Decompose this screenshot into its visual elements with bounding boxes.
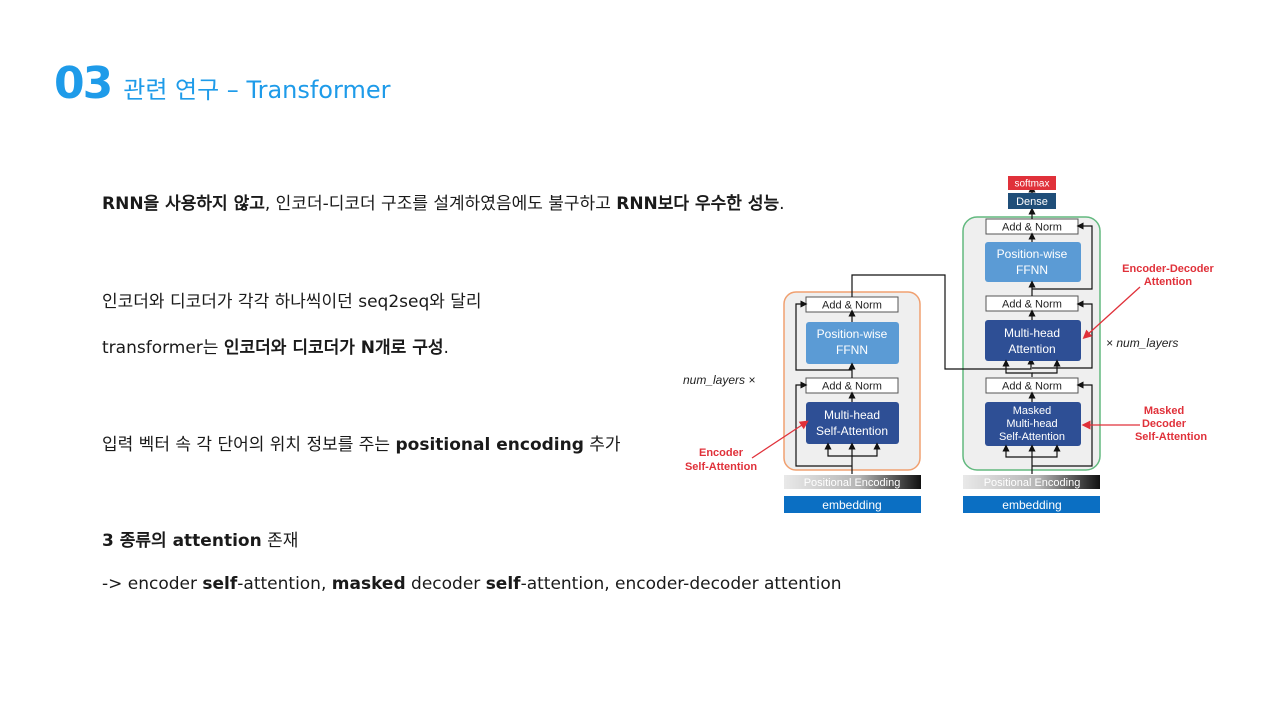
encoder-add-norm-bottom-label: Add & Norm	[822, 381, 882, 393]
label-enc-dec-2: Attention	[1144, 276, 1193, 288]
encoder-sa-label-1: Multi-head	[824, 408, 880, 422]
text-0: 인코더와 디코더가 각각 하나씩이던 seq2seq와 달리	[102, 292, 482, 312]
softmax-label: softmax	[1014, 179, 1049, 190]
bold-text-2: RNN보다 우수한 성능	[616, 194, 780, 214]
bold-text-1: positional encoding	[395, 435, 584, 455]
text-line-6: -> encoder self-attention, masked decode…	[102, 574, 842, 594]
text-line-3: transformer는 인코더와 디코더가 N개로 구성.	[102, 333, 449, 358]
num-layers-left-label: num_layers ×	[683, 373, 755, 387]
text-4: decoder	[405, 574, 486, 594]
encoder-positional-encoding	[784, 475, 921, 489]
bold-text-0: 3 종류의 attention	[102, 531, 262, 551]
transformer-diagram: Add & Norm Position-wise FFNN Add & Norm…	[676, 170, 1236, 524]
decoder-ffn-label-2: FFNN	[1016, 263, 1048, 277]
text-line-5: 3 종류의 attention 존재	[102, 526, 298, 551]
encoder-ffn-label-2: FFNN	[836, 343, 868, 357]
decoder-ffn-label-1: Position-wise	[997, 247, 1068, 261]
decoder-mha-label-2: Attention	[1008, 342, 1055, 356]
decoder-ffn	[985, 242, 1081, 282]
text-line-2: 인코더와 디코더가 각각 하나씩이던 seq2seq와 달리	[102, 287, 482, 312]
text-3: .	[779, 194, 785, 214]
text-0: transformer는	[102, 338, 224, 358]
decoder-mha-label-1: Multi-head	[1004, 326, 1060, 340]
dense-label: Dense	[1016, 196, 1048, 208]
decoder-positional-encoding	[963, 475, 1100, 489]
text-0: -> encoder	[102, 574, 203, 594]
encoder-embedding-label: embedding	[822, 498, 881, 512]
decoder-pe-label: Positional Encoding	[984, 477, 1081, 489]
encoder-ffn-label-1: Position-wise	[817, 327, 888, 341]
dense-box	[1008, 193, 1056, 209]
label-enc-dec-1: Encoder-Decoder	[1122, 263, 1214, 275]
bold-text-1: 인코더와 디코더가 N개로 구성	[223, 338, 444, 358]
num-layers-right-label: × num_layers	[1106, 336, 1178, 350]
decoder-embedding-label: embedding	[1002, 498, 1061, 512]
encoder-add-norm-top-label: Add & Norm	[822, 300, 882, 312]
bold-text-0: RNN을 사용하지 않고	[102, 194, 265, 214]
label-masked-3: Self-Attention	[1135, 431, 1207, 443]
slide-title: 03 관련 연구 – Transformer	[54, 58, 390, 109]
label-masked-1: Masked	[1144, 405, 1184, 417]
encoder-ffn	[806, 322, 899, 364]
encoder-sa-label-2: Self-Attention	[816, 424, 888, 438]
decoder-masked-label-1: Masked	[1013, 405, 1052, 417]
label-enc-2: Self-Attention	[685, 461, 757, 473]
decoder-embedding	[963, 496, 1100, 513]
bold-text-3: masked	[331, 574, 406, 594]
bold-text-1: self	[202, 574, 238, 594]
label-enc-1: Encoder	[699, 447, 744, 459]
encoder-pe-label: Positional Encoding	[804, 477, 901, 489]
text-1: , 인코더-디코더 구조를 설계하였음에도 불구하고	[264, 194, 617, 214]
text-line-4: 입력 벡터 속 각 단어의 위치 정보를 주는 positional encod…	[102, 430, 621, 455]
text-line-1: RNN을 사용하지 않고, 인코더-디코더 구조를 설계하였음에도 불구하고 R…	[102, 189, 785, 214]
encoder-self-attention	[806, 402, 899, 444]
text-0: 입력 벡터 속 각 단어의 위치 정보를 주는	[102, 435, 396, 455]
decoder-add-norm-top-label: Add & Norm	[1002, 222, 1062, 234]
decoder-add-norm-bottom-label: Add & Norm	[1002, 381, 1062, 393]
text-2: 추가	[583, 435, 621, 455]
label-masked-2: Decoder	[1142, 418, 1187, 430]
section-title: 관련 연구 – Transformer	[123, 76, 391, 104]
decoder-cross-attention	[985, 320, 1081, 361]
decoder-masked-label-2: Multi-head	[1006, 418, 1057, 430]
softmax-box	[1008, 176, 1056, 190]
encoder-embedding	[784, 496, 921, 513]
decoder-masked-attention	[985, 402, 1081, 446]
decoder-add-norm-mid-label: Add & Norm	[1002, 299, 1062, 311]
bold-text-5: self	[485, 574, 521, 594]
section-number: 03	[54, 58, 113, 109]
decoder-masked-label-3: Self-Attention	[999, 431, 1065, 443]
text-6: -attention, encoder-decoder attention	[520, 574, 842, 594]
text-2: .	[443, 338, 449, 358]
text-2: -attention,	[237, 574, 332, 594]
text-1: 존재	[261, 531, 299, 551]
